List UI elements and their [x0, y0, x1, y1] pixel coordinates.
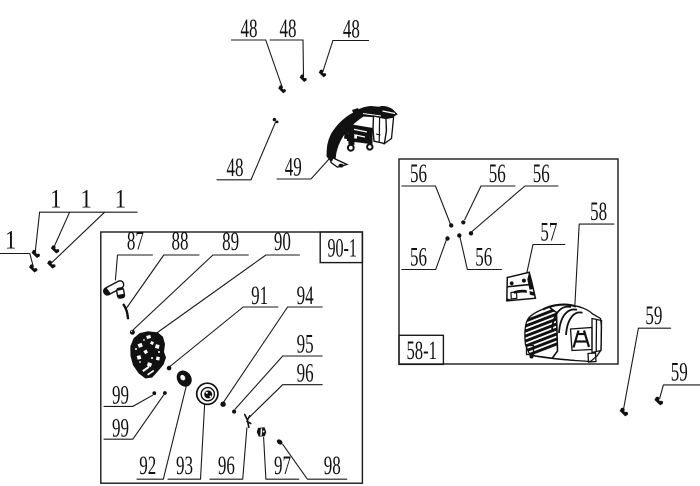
svg-text:58: 58	[590, 196, 607, 226]
svg-text:56: 56	[410, 158, 427, 188]
svg-text:56: 56	[489, 158, 506, 188]
svg-text:1: 1	[50, 184, 62, 214]
svg-text:1: 1	[80, 184, 92, 214]
svg-text:93: 93	[176, 450, 193, 480]
svg-text:88: 88	[172, 226, 189, 256]
svg-text:48: 48	[280, 13, 297, 43]
svg-text:56: 56	[475, 242, 492, 272]
svg-text:48: 48	[241, 13, 258, 43]
svg-text:99: 99	[112, 380, 129, 410]
svg-text:89: 89	[222, 226, 239, 256]
svg-text:96: 96	[297, 358, 314, 388]
svg-text:90-1: 90-1	[327, 233, 357, 263]
svg-text:49: 49	[285, 152, 302, 182]
svg-text:59: 59	[671, 357, 688, 387]
svg-text:48: 48	[343, 14, 360, 44]
svg-text:1: 1	[115, 184, 127, 214]
svg-text:48: 48	[227, 152, 244, 182]
svg-text:58-1: 58-1	[406, 335, 437, 365]
svg-text:56: 56	[410, 242, 427, 272]
svg-text:90: 90	[274, 226, 291, 256]
svg-text:97: 97	[274, 450, 291, 480]
svg-text:87: 87	[127, 226, 144, 256]
svg-text:96: 96	[218, 450, 235, 480]
svg-text:1: 1	[5, 225, 17, 255]
svg-text:56: 56	[533, 158, 550, 188]
svg-text:92: 92	[139, 450, 156, 480]
svg-text:98: 98	[324, 450, 341, 480]
svg-text:59: 59	[645, 300, 662, 330]
svg-text:57: 57	[540, 217, 557, 247]
svg-text:95: 95	[297, 329, 314, 359]
svg-text:99: 99	[112, 413, 129, 443]
svg-text:94: 94	[297, 280, 314, 310]
svg-text:91: 91	[251, 280, 268, 310]
